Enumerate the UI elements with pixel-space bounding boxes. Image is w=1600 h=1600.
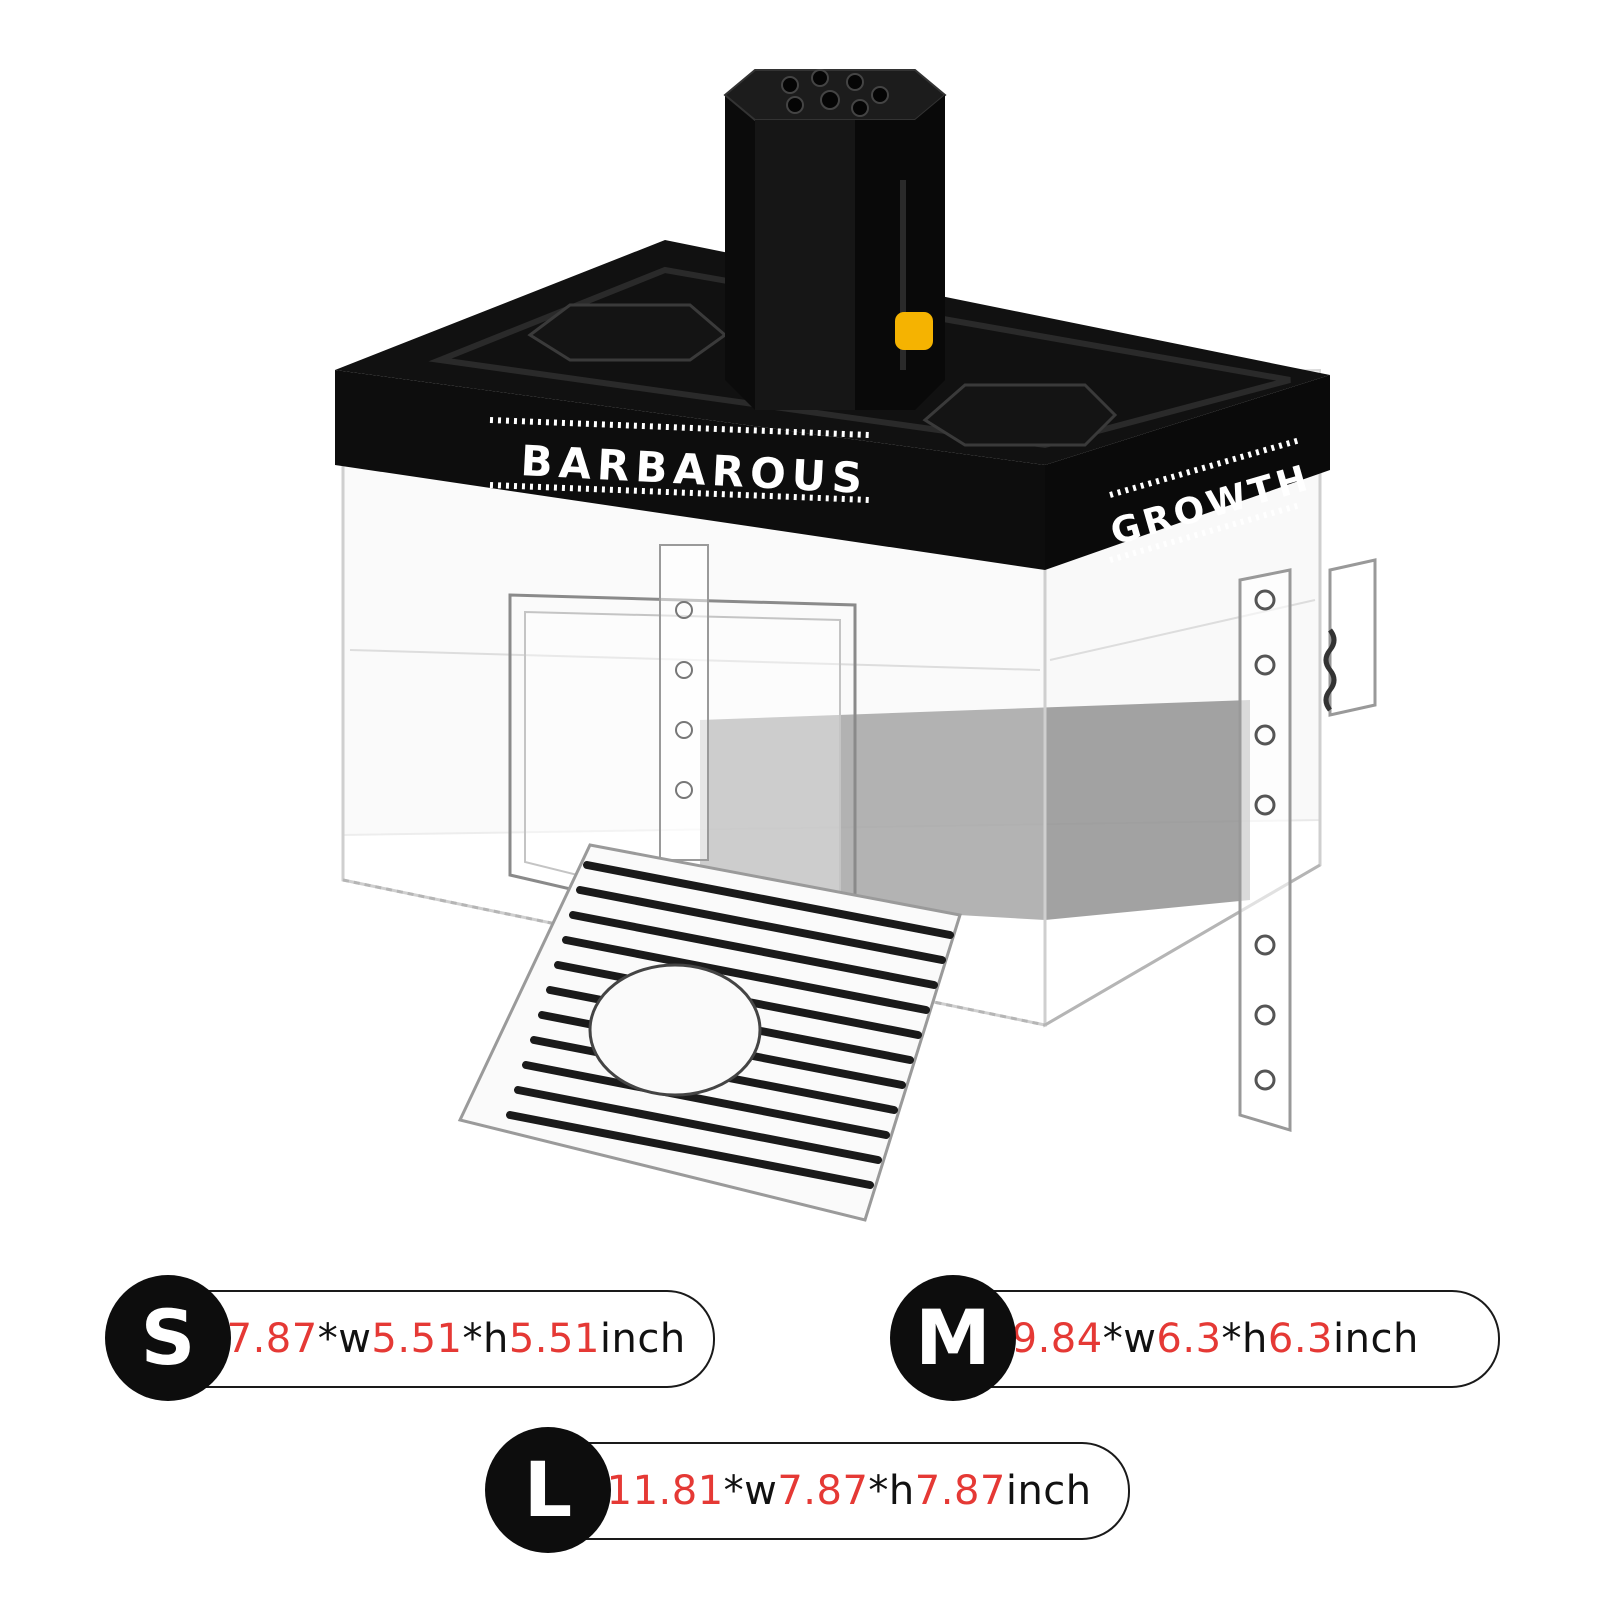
size-option-m: l9.84*w6.3*h6.3inch M	[890, 1275, 1500, 1401]
size-option-s: l7.87*w5.51*h5.51inch S	[105, 1275, 715, 1401]
size-letter: M	[915, 1293, 991, 1382]
ramp	[457, 843, 962, 1222]
size-pill-outline	[145, 1290, 715, 1388]
size-option-l: l11.81*w7.87*h7.87inch L	[485, 1427, 1130, 1553]
size-letter: L	[523, 1445, 573, 1534]
size-letter: S	[140, 1293, 196, 1382]
size-dimensions: l9.84*w6.3*h6.3inch	[1000, 1316, 1419, 1362]
top-device	[723, 69, 947, 410]
hanger-strap	[1238, 558, 1377, 1133]
size-dimensions: l11.81*w7.87*h7.87inch	[595, 1468, 1092, 1514]
size-badge: S	[105, 1275, 231, 1401]
vent-holes-icon	[781, 69, 889, 117]
ramp-logo	[588, 963, 762, 1097]
size-badge: M	[890, 1275, 1016, 1401]
size-badge: L	[485, 1427, 611, 1553]
size-dimensions: l7.87*w5.51*h5.51inch	[215, 1316, 686, 1362]
power-button-icon	[895, 312, 933, 350]
product-illustration: BARBAROUS GROWTH	[335, 69, 1377, 1222]
size-pill-outline	[525, 1442, 1130, 1540]
size-pill-outline	[930, 1290, 1500, 1388]
